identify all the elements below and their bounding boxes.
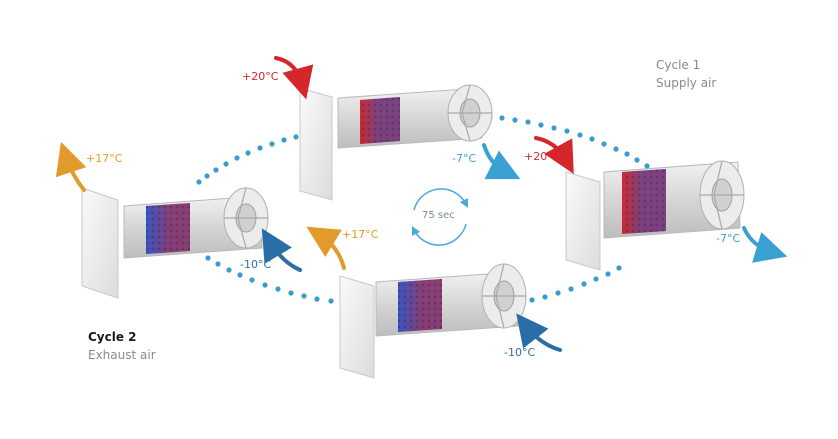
temp-label-top-out: -7°C [452,152,477,165]
temp-label-left-out: +17°C [86,152,123,165]
temp-label-bottom-in: -10°C [504,346,536,359]
ventilator-unit-left [81,187,269,299]
cycle2-subtitle: Exhaust air [88,348,156,362]
cycle-arrows-icon [411,188,469,246]
ventilator-unit-right [565,160,745,271]
cycle1-title: Cycle 1 [656,58,701,72]
temp-label-bottom-out: +17°C [342,228,379,241]
temp-label-top-in: +20°C [242,70,279,83]
temp-label-right-out: -7°C [716,232,741,245]
cycle-timer-label: 75 sec [422,210,455,221]
cycle2-title: Cycle 2 [88,330,137,344]
ventilator-unit-top [299,84,493,201]
curved-arrow-icon [55,56,788,352]
dotted-airflow-path [196,114,650,304]
temp-label-left-in: -10°C [240,258,272,271]
temp-label-right-in: +20°C [524,150,561,163]
cycle1-subtitle: Supply air [656,76,717,90]
ventilator-unit-bottom [339,263,527,379]
